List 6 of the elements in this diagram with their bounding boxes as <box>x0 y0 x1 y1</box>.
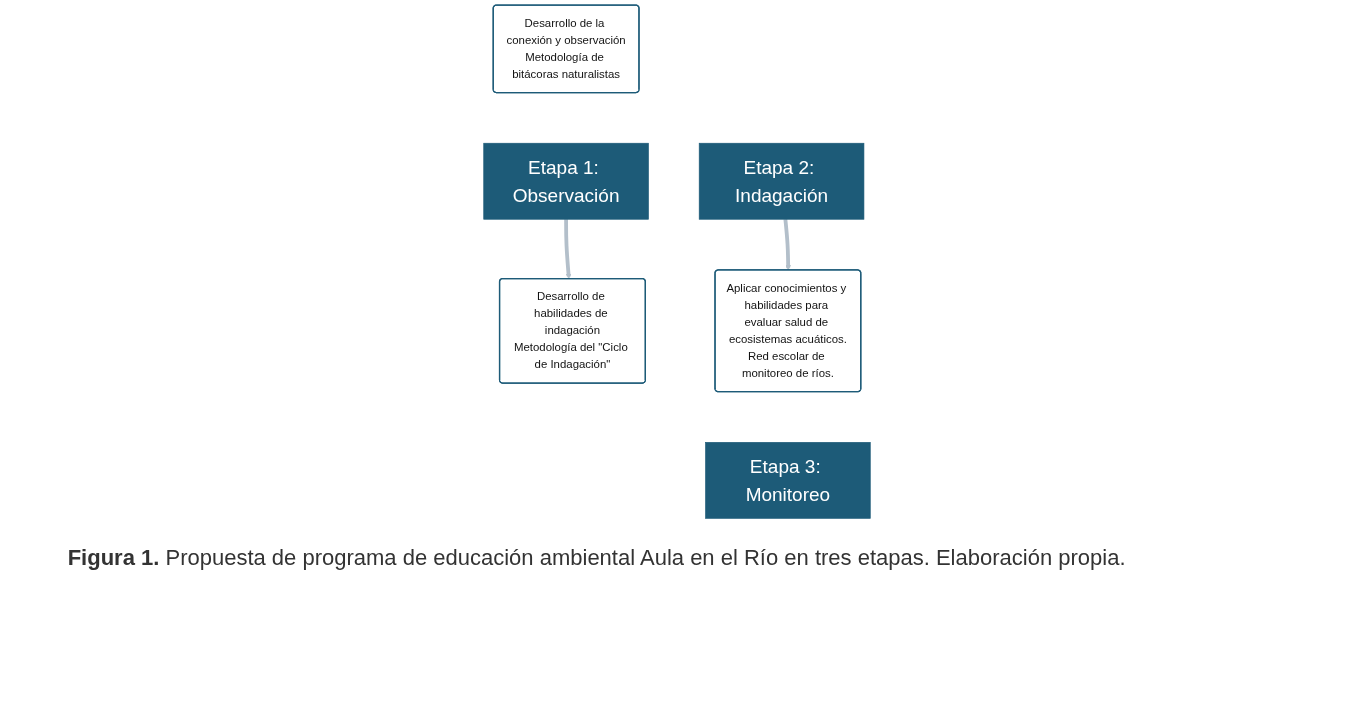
node-box: Etapa 2: Indagación <box>698 142 864 220</box>
node-box: Etapa 3: Monitoreo <box>704 442 871 519</box>
node-box: Etapa 1: Observación <box>482 142 649 220</box>
arrow <box>782 219 791 271</box>
figure-caption: Figura 1. Propuesta de programa de educación ambiental Aula en el Río en tres etapas. Elaboración propia. <box>67 544 1127 573</box>
arrow <box>563 219 571 280</box>
